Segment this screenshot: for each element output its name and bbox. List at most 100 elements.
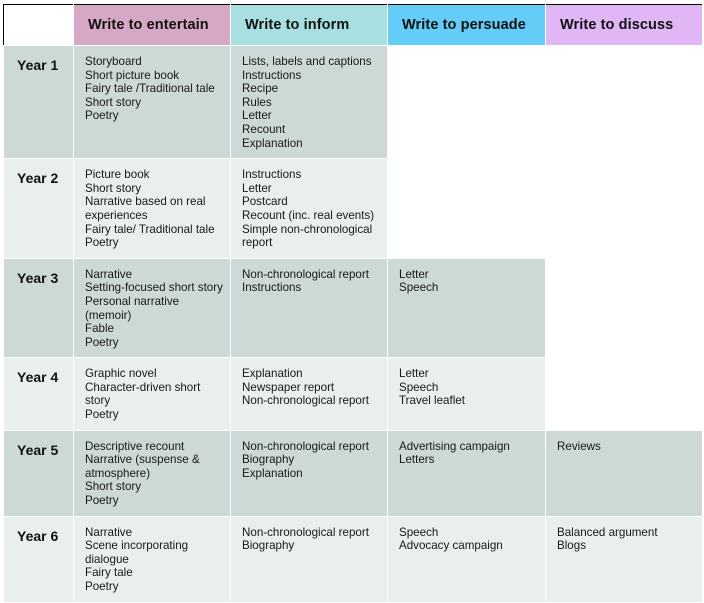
list-item: Personal narrative (memoir) [85, 294, 180, 322]
genre-list: Reviews [557, 440, 696, 454]
list-item: Letter [242, 181, 272, 195]
list-item: Travel leaflet [399, 394, 465, 408]
list-item: Letter [242, 109, 272, 123]
list-item: Rules [242, 95, 272, 109]
list-item: Non-chronological report [242, 267, 369, 281]
list-item: Character-driven short story [85, 380, 201, 408]
row-header-year: Year 3 [3, 257, 74, 359]
list-item: Biography [242, 539, 295, 553]
list-item: Poetry [85, 494, 119, 508]
column-header-write-to-persuade: Write to persuade [387, 4, 546, 46]
header-row: Write to entertain Write to inform Write… [3, 4, 703, 46]
header-corner-blank [3, 4, 74, 46]
cell-discuss [545, 44, 703, 160]
list-item: Explanation [242, 136, 303, 150]
list-item: Scene incorporating dialogue [85, 539, 189, 566]
list-item: Advertising campaign [399, 439, 510, 453]
list-item: Postcard [242, 195, 288, 209]
list-item: Letters [399, 453, 435, 467]
list-item: Lists, labels and captions [242, 55, 372, 68]
list-item: Short story [85, 480, 142, 494]
list-item: Poetry [85, 236, 119, 250]
list-item: Balanced argument [557, 525, 658, 539]
row-header-year: Year 6 [3, 515, 74, 603]
list-item: Setting-focused short story [85, 281, 223, 295]
list-item: Instructions [242, 281, 302, 295]
list-item: Fable [85, 322, 115, 336]
list-item: Poetry [85, 335, 119, 349]
list-item: Poetry [85, 109, 119, 123]
row-header-year: Year 2 [3, 158, 74, 259]
list-item: Short story [85, 95, 142, 109]
list-item: Speech [399, 380, 439, 394]
cell-persuade [387, 44, 546, 160]
list-item: Storyboard [85, 55, 142, 68]
list-item: Recount [242, 122, 286, 136]
column-header-write-to-inform: Write to inform [230, 4, 388, 46]
row-header-year: Year 1 [3, 44, 74, 160]
column-header-write-to-discuss: Write to discuss [545, 4, 703, 46]
list-item: Narrative [85, 525, 133, 539]
list-item: Explanation [242, 367, 303, 381]
list-item: Narrative based on real experiences [85, 195, 206, 222]
row-header-year: Year 4 [3, 357, 74, 431]
list-item: Newspaper report [242, 380, 335, 394]
list-item: Picture book [85, 168, 150, 182]
table-header: Write to entertain Write to inform Write… [3, 4, 703, 46]
cell-discuss [545, 257, 703, 359]
list-item: Instructions [242, 68, 302, 82]
list-item: Instructions [242, 168, 302, 182]
list-item: Biography [242, 453, 295, 467]
list-item: Descriptive recount [85, 439, 185, 453]
cell-discuss [545, 357, 703, 431]
list-item: Non-chronological report [242, 525, 369, 539]
writing-curriculum-sheet: Write to entertain Write to inform Write… [0, 4, 704, 603]
list-item: Reviews [557, 439, 601, 453]
list-item: Non-chronological report [242, 439, 369, 453]
list-item: Fairy tale/ Traditional tale [85, 222, 215, 236]
list-item: Poetry [85, 408, 119, 422]
list-item: Recount (inc. real events) [242, 208, 375, 222]
list-item: Narrative (suspense & atmosphere) [85, 453, 200, 480]
list-item: Recipe [242, 82, 279, 96]
list-item: Explanation [242, 466, 303, 480]
list-item: Simple non-chronological report [242, 222, 373, 250]
cell-persuade [387, 158, 546, 259]
column-header-write-to-entertain: Write to entertain [73, 4, 231, 46]
list-item: Non-chronological report [242, 394, 369, 408]
list-item: Letter [399, 267, 429, 281]
list-item: Speech [399, 525, 439, 539]
list-item: Short picture book [85, 68, 180, 82]
